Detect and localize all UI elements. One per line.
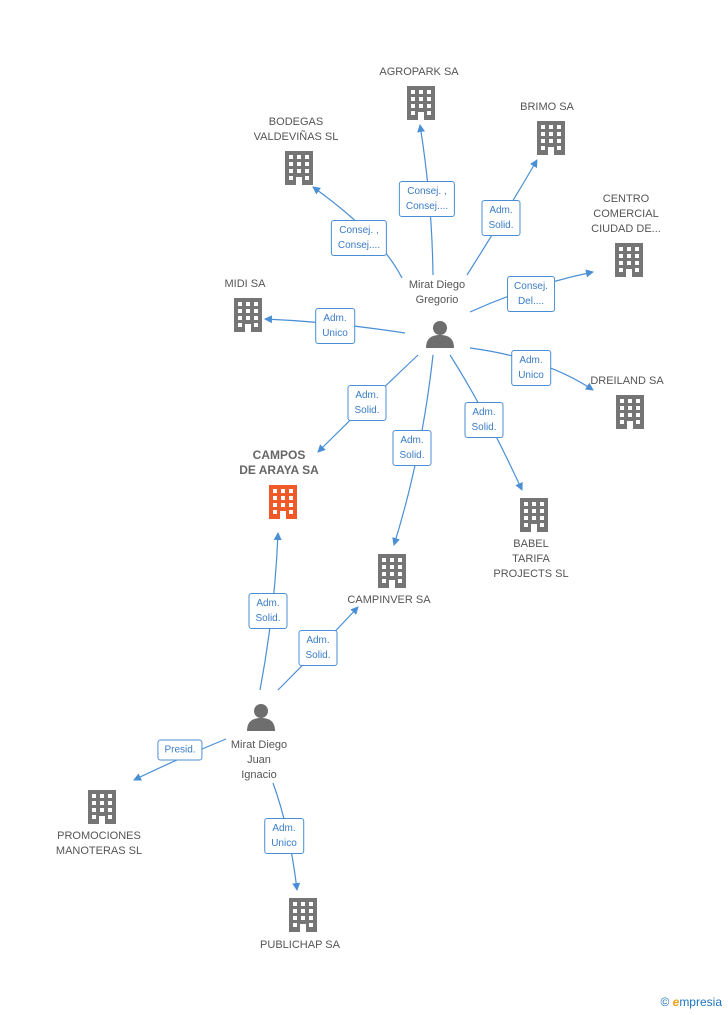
person-icon bbox=[247, 704, 275, 731]
node-label-mirat-gregorio[interactable]: Mirat Diego Gregorio bbox=[409, 278, 465, 308]
node-label-publichap[interactable]: PUBLICHAP SA bbox=[260, 939, 340, 951]
label-line: CENTRO bbox=[602, 193, 650, 205]
edge-label-line: Consej.... bbox=[405, 201, 449, 212]
edge-label-line: Solid. bbox=[399, 450, 425, 461]
edge-label-line: Adm. bbox=[272, 823, 296, 834]
node-label-mirat-juan[interactable]: Mirat Diego Juan Ignacio bbox=[231, 738, 287, 783]
label-line: VALDEVIÑAS SL bbox=[253, 131, 339, 143]
edge-label-line: Consej. , bbox=[407, 186, 447, 197]
edge-label-line: Adm. bbox=[355, 390, 379, 401]
label-line: BODEGAS bbox=[268, 116, 324, 128]
edge-label-g-dreiland[interactable]: Adm. Unico bbox=[511, 350, 551, 386]
node-label-brimo[interactable]: BRIMO SA bbox=[520, 101, 574, 113]
building-icon bbox=[289, 898, 317, 932]
node-label-campos[interactable]: CAMPOS DE ARAYA SA bbox=[239, 448, 319, 478]
edge-label-j-campinver[interactable]: Adm. Solid. bbox=[298, 630, 338, 666]
person-icon bbox=[426, 321, 454, 348]
edge-label-g-agropark[interactable]: Consej. , Consej.... bbox=[398, 181, 456, 217]
edge-label-line: Adm. bbox=[323, 313, 347, 324]
label-line: Mirat Diego bbox=[408, 279, 466, 291]
label-line: PROJECTS SL bbox=[493, 568, 569, 580]
edge-label-g-bodegas[interactable]: Consej. , Consej.... bbox=[330, 220, 388, 256]
label-line: Gregorio bbox=[415, 294, 459, 306]
edge-label-j-promociones[interactable]: Presid. bbox=[157, 739, 203, 761]
edge-label-g-centro[interactable]: Consej. Del.... bbox=[507, 276, 555, 312]
label-line: Juan bbox=[247, 754, 271, 766]
edge-label-line: Presid. bbox=[164, 744, 196, 756]
brand-logo[interactable]: © empresia bbox=[660, 995, 722, 1009]
brand-e: e bbox=[672, 995, 680, 1009]
label-line: TARIFA bbox=[512, 553, 550, 565]
label-line: CAMPOS bbox=[252, 448, 306, 462]
edge-label-line: Del.... bbox=[517, 296, 545, 307]
label-line: CIUDAD DE... bbox=[591, 223, 661, 235]
edge-label-line: Adm. bbox=[489, 205, 513, 216]
edge-label-g-campinver[interactable]: Adm. Solid. bbox=[392, 430, 432, 466]
building-icon bbox=[615, 243, 643, 277]
node-label-bodegas[interactable]: BODEGAS VALDEVIÑAS SL bbox=[254, 115, 339, 145]
edge-label-line: Solid. bbox=[471, 422, 497, 433]
edge-label-g-campos[interactable]: Adm. Solid. bbox=[347, 385, 387, 421]
building-icon bbox=[88, 790, 116, 824]
label-line: DE ARAYA SA bbox=[239, 463, 319, 477]
label-line: BABEL bbox=[513, 538, 549, 550]
edge-label-line: Consej. , bbox=[339, 225, 379, 236]
node-label-dreiland[interactable]: DREILAND SA bbox=[590, 375, 664, 387]
edge-label-line: Consej.... bbox=[337, 240, 381, 251]
node-label-babel[interactable]: BABEL TARIFA PROJECTS SL bbox=[493, 537, 568, 582]
edge-label-line: Adm. bbox=[306, 635, 330, 646]
label-line: Mirat Diego bbox=[230, 739, 288, 751]
label-line: Ignacio bbox=[241, 769, 277, 781]
edge-label-g-babel[interactable]: Adm. Solid. bbox=[464, 402, 504, 438]
label-line: MANOTERAS SL bbox=[55, 845, 143, 857]
label-line: COMERCIAL bbox=[593, 208, 659, 220]
edge-label-line: Unico bbox=[518, 370, 544, 381]
building-icon bbox=[285, 151, 313, 185]
edge-label-line: Adm. bbox=[472, 407, 496, 418]
edge-label-line: Solid. bbox=[255, 613, 281, 624]
edge-label-line: Unico bbox=[271, 838, 297, 849]
copyright-symbol: © bbox=[660, 995, 670, 1009]
building-icon bbox=[234, 298, 262, 332]
edge-label-line: Consej. bbox=[514, 281, 548, 292]
edge-label-line: Unico bbox=[322, 328, 348, 339]
node-label-campinver[interactable]: CAMPINVER SA bbox=[347, 594, 431, 606]
edge-label-line: Solid. bbox=[488, 220, 514, 231]
edge-label-g-brimo[interactable]: Adm. Solid. bbox=[481, 200, 521, 236]
node-label-agropark[interactable]: AGROPARK SA bbox=[379, 66, 459, 78]
edge-label-line: Solid. bbox=[354, 405, 380, 416]
node-label-promociones[interactable]: PROMOCIONES MANOTERAS SL bbox=[56, 829, 142, 859]
edge-label-line: Adm. bbox=[256, 598, 280, 609]
building-icon bbox=[378, 554, 406, 588]
node-label-centro[interactable]: CENTRO COMERCIAL CIUDAD DE... bbox=[591, 192, 661, 237]
brand-name: mpresia bbox=[679, 995, 722, 1009]
edge-label-line: Adm. bbox=[519, 355, 543, 366]
node-label-midi[interactable]: MIDI SA bbox=[224, 278, 266, 290]
edge-label-line: Adm. bbox=[400, 435, 424, 446]
building-icon bbox=[537, 121, 565, 155]
edge-label-j-campos[interactable]: Adm. Solid. bbox=[248, 593, 288, 629]
building-icon-highlight bbox=[269, 485, 297, 519]
edge-label-j-publichap[interactable]: Adm. Unico bbox=[264, 818, 304, 854]
building-icon bbox=[407, 86, 435, 120]
edge-label-g-midi[interactable]: Adm. Unico bbox=[315, 308, 355, 344]
label-line: PROMOCIONES bbox=[57, 830, 141, 842]
edge-label-line: Solid. bbox=[305, 650, 331, 661]
building-icon bbox=[616, 395, 644, 429]
building-icon bbox=[520, 498, 548, 532]
